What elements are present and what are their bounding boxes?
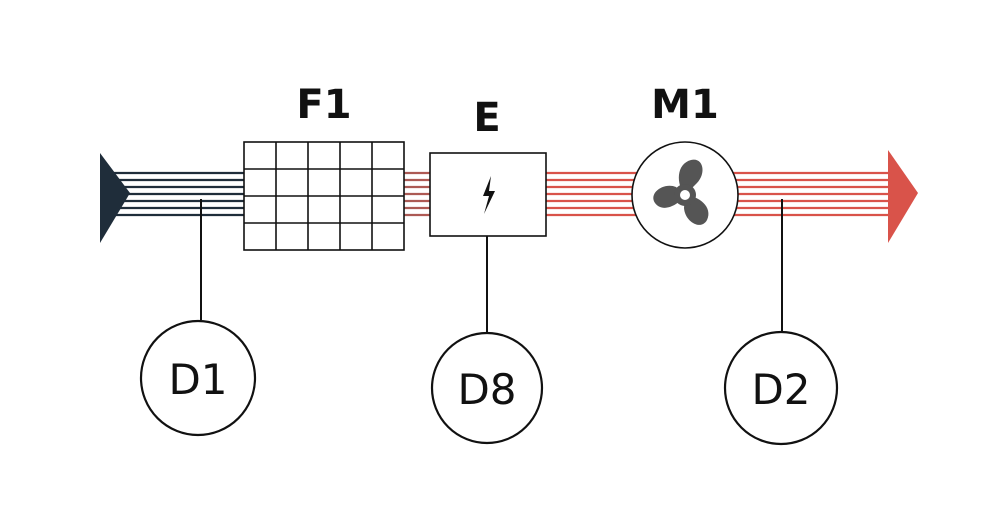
sensor-d2-label: D2: [751, 365, 810, 414]
arrow-tail-icon: [100, 153, 130, 243]
arrow-head-icon: [888, 150, 918, 243]
sensor-d1-label: D1: [168, 355, 227, 404]
filter-f1: [243, 141, 405, 251]
fan-m1: [631, 141, 739, 249]
fan-label: M1: [651, 82, 719, 128]
lightning-icon: [483, 176, 495, 214]
sensor-d8: D8: [430, 331, 544, 445]
sensor-d8-label: D8: [457, 365, 516, 414]
heater-label: E: [473, 95, 500, 141]
fan-icon: [653, 159, 709, 225]
filter-label: F1: [296, 82, 351, 128]
sensor-d1: D1: [139, 319, 257, 437]
sensor-d2: D2: [723, 330, 839, 446]
heater-e: [429, 152, 547, 237]
